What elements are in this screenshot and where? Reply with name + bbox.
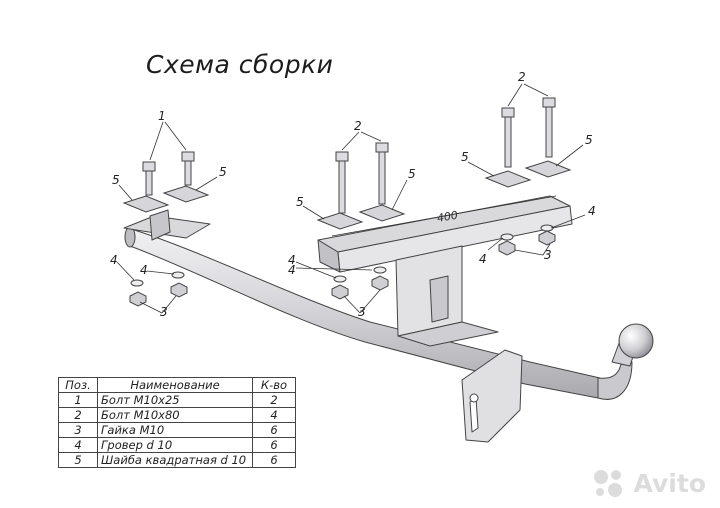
- cell-name: Гайка М10: [97, 422, 253, 438]
- table-row: 5 Шайба квадратная d 10 6: [58, 452, 296, 468]
- header-pos: Поз.: [58, 377, 98, 393]
- spring-washer: [373, 266, 387, 274]
- table-row: 2 Болт М10х80 4: [58, 407, 296, 423]
- cell-pos: 5: [58, 452, 98, 468]
- bolt-m10x80: [542, 97, 556, 158]
- bolt-m10x25: [142, 161, 156, 196]
- spring-washer: [130, 279, 144, 287]
- square-washer: [316, 212, 364, 230]
- nut-m10: [129, 291, 147, 307]
- vertical-plate: [395, 245, 499, 347]
- callout-4: 4: [288, 253, 296, 267]
- header-qty: К-во: [252, 377, 296, 393]
- left-bracket: [123, 209, 211, 241]
- square-washer: [484, 170, 532, 188]
- bolt-m10x80: [375, 142, 389, 205]
- header-name: Наименование: [97, 377, 253, 393]
- cell-name: Болт М10х80: [97, 407, 253, 423]
- square-washer: [524, 160, 572, 178]
- callout-5: 5: [112, 173, 120, 187]
- callout-3: 3: [160, 305, 168, 319]
- callout-4: 4: [288, 263, 296, 277]
- bolt-m10x80: [335, 151, 349, 214]
- cell-pos: 2: [58, 407, 98, 423]
- square-washer: [162, 185, 210, 203]
- callout-4: 4: [479, 252, 487, 266]
- cell-name: Гровер d 10: [97, 437, 253, 453]
- cell-qty: 4: [252, 407, 296, 423]
- callout-5: 5: [585, 133, 593, 147]
- cell-pos: 1: [58, 392, 98, 408]
- spring-washer: [333, 275, 347, 283]
- diagram-title: Схема сборки: [146, 50, 334, 79]
- table-header-row: Поз. Наименование К-во: [58, 377, 296, 393]
- bolt-m10x80: [501, 107, 515, 168]
- leader-lines: [116, 83, 586, 314]
- callout-4: 4: [588, 204, 596, 218]
- callout-5: 5: [296, 195, 304, 209]
- cell-name: Шайба квадратная d 10: [97, 452, 253, 468]
- callout-3: 3: [544, 248, 552, 262]
- spring-washer: [500, 233, 514, 241]
- cell-qty: 6: [252, 437, 296, 453]
- cell-qty: 6: [252, 452, 296, 468]
- nut-m10: [371, 275, 389, 291]
- spring-washer: [171, 271, 185, 279]
- callout-5: 5: [461, 150, 469, 164]
- cell-qty: 2: [252, 392, 296, 408]
- nut-m10: [170, 282, 188, 298]
- cell-pos: 4: [58, 437, 98, 453]
- tow-ball-assembly: [597, 323, 654, 400]
- callout-1: 1: [158, 109, 166, 123]
- cell-name: Болт М10х25: [97, 392, 253, 408]
- nut-m10: [498, 240, 516, 256]
- callout-5: 5: [408, 167, 416, 181]
- callout-3: 3: [358, 305, 366, 319]
- socket-plate: [461, 349, 523, 443]
- avito-watermark: Avito: [592, 468, 706, 498]
- callout-5: 5: [219, 165, 227, 179]
- table-row: 1 Болт М10х25 2: [58, 392, 296, 408]
- callout-4: 4: [140, 263, 148, 277]
- cell-pos: 3: [58, 422, 98, 438]
- callout-4: 4: [110, 253, 118, 267]
- parts-table: Поз. Наименование К-во 1 Болт М10х25 2 2…: [58, 377, 296, 468]
- nut-m10: [331, 284, 349, 300]
- avito-logo-icon: [593, 470, 622, 497]
- square-washer: [122, 195, 170, 213]
- bolt-m10x25: [181, 151, 195, 186]
- callout-2: 2: [354, 119, 362, 133]
- callout-2: 2: [518, 70, 526, 84]
- square-washer: [358, 204, 406, 222]
- table-row: 3 Гайка М10 6: [58, 422, 296, 438]
- nut-m10: [538, 230, 556, 246]
- avito-brand-text: Avito: [633, 468, 706, 498]
- table-row: 4 Гровер d 10 6: [58, 437, 296, 453]
- cell-qty: 6: [252, 422, 296, 438]
